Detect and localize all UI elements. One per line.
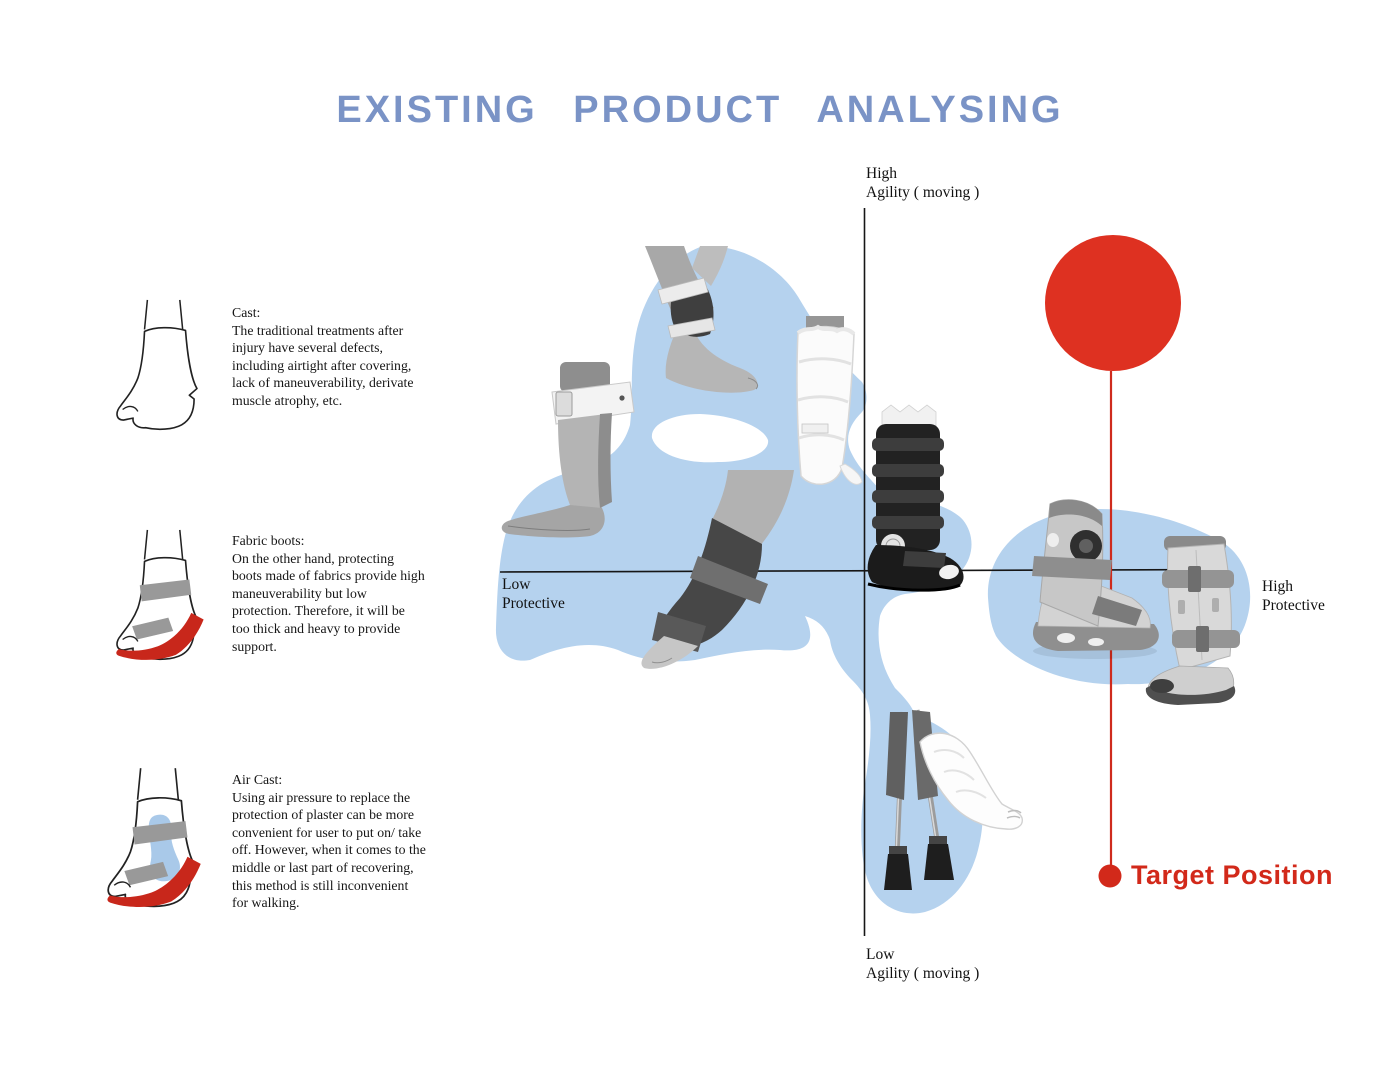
ankle-foot-orthosis-photo <box>501 362 635 538</box>
black-walker-boot-photo <box>867 404 964 592</box>
air-cast-body: Using air pressure to replace the protec… <box>232 789 426 911</box>
target-marker <box>1045 235 1181 888</box>
axis-label-low-protective: Low Protective <box>502 576 565 612</box>
tall-walker-boot-photo <box>1145 536 1240 705</box>
fabric-boots-body: On the other hand, protecting boots made… <box>232 550 425 654</box>
target-dot <box>1098 864 1122 888</box>
air-cast-sketch <box>107 768 201 908</box>
fabric-boots-heading: Fabric boots: <box>232 533 305 548</box>
target-position-label: Target Position <box>1131 860 1334 890</box>
air-cast-description: Air Cast: Using air pressure to replace … <box>232 771 426 912</box>
target-circle <box>1045 235 1181 371</box>
cast-ankle-sketch <box>116 299 198 431</box>
axis-label-low-agility: Low Agility ( moving ) <box>866 946 980 982</box>
cast-description: Cast: The traditional treatments after i… <box>232 304 413 410</box>
sport-ankle-stabilizer-photo <box>645 246 759 393</box>
air-cast-heading: Air Cast: <box>232 772 283 787</box>
fabric-boots-description: Fabric boots: On the other hand, protect… <box>232 532 425 655</box>
cast-heading: Cast: <box>232 305 261 320</box>
fabric-boot-sketch <box>116 529 204 661</box>
aircast-walker-boot-photo <box>1032 499 1159 659</box>
cast-body: The traditional treatments after injury … <box>232 322 414 408</box>
white-tube-cast-photo <box>796 316 863 485</box>
fabric-ankle-support-photo <box>641 470 794 669</box>
axis-label-high-agility: High Agility ( moving ) <box>866 165 980 201</box>
crutches-and-plaster-cast-photo <box>884 709 1023 890</box>
axis-label-high-protective: High Protective <box>1262 578 1325 614</box>
page-title: EXISTING PRODUCT ANALYSING <box>336 89 1064 131</box>
